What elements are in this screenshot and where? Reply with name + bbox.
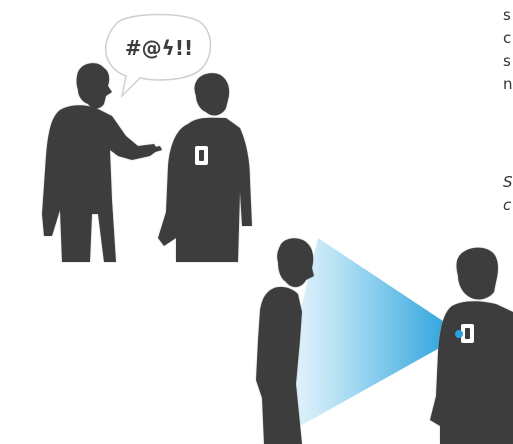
- body-text-line-2: c: [503, 27, 513, 50]
- speech-bubble-text: #@ϟ!!: [125, 36, 193, 60]
- angry-man-silhouette: [42, 63, 162, 262]
- body-text-line-4: n: [503, 73, 513, 96]
- badge-wearer-silhouette: [158, 73, 252, 262]
- italic-text-line-1: S: [503, 171, 513, 194]
- id-badge-icon: [195, 146, 208, 165]
- clipped-body-text: s c s n: [503, 4, 513, 96]
- clipped-italic-text: S c: [503, 171, 513, 217]
- body-text-line-3: s: [503, 50, 513, 73]
- italic-text-line-2: c: [503, 194, 513, 217]
- body-text-line-1: s: [503, 4, 513, 27]
- speech-bubble-icon: #@ϟ!!: [106, 15, 211, 97]
- camera-wearer-silhouette: [430, 248, 513, 444]
